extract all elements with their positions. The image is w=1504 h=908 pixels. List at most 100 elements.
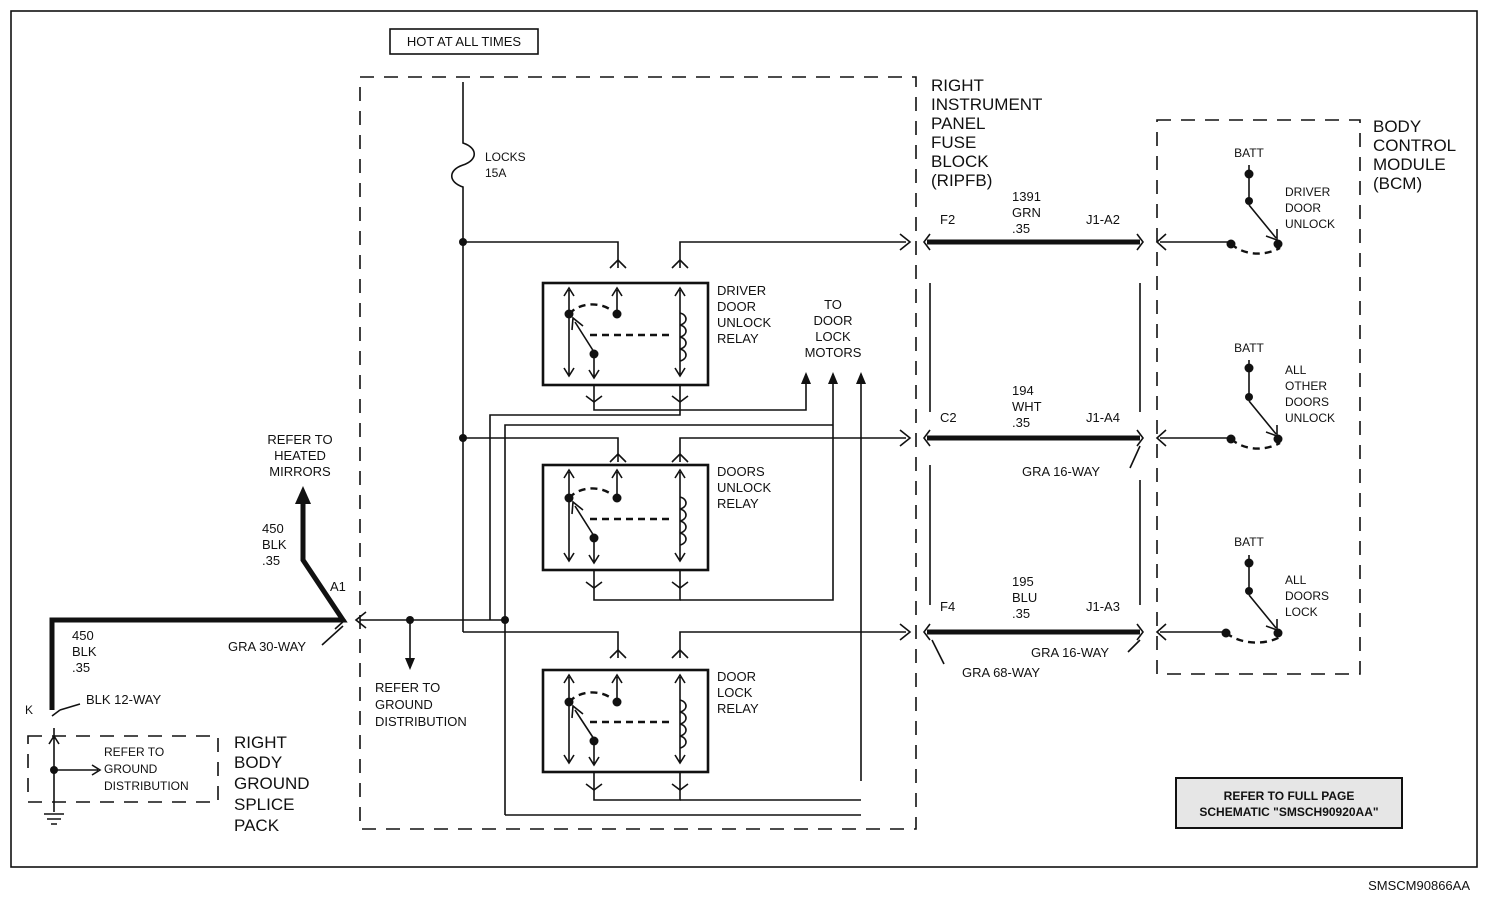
svg-text:REFER TO: REFER TO: [267, 432, 332, 447]
svg-text:DOOR: DOOR: [717, 299, 756, 314]
svg-text:LOCKS: LOCKS: [485, 150, 526, 164]
svg-text:MIRRORS: MIRRORS: [269, 464, 331, 479]
svg-text:DISTRIBUTION: DISTRIBUTION: [104, 779, 189, 793]
svg-text:RIGHT: RIGHT: [234, 733, 287, 752]
svg-text:BODY: BODY: [234, 753, 282, 772]
svg-text:RIGHT: RIGHT: [931, 76, 984, 95]
full-page-ref-line2: SCHEMATIC "SMSCH90920AA": [1199, 805, 1378, 819]
svg-text:DOOR: DOOR: [814, 313, 853, 328]
bcm-switch-all-lock: [1221, 555, 1283, 644]
svg-text:UNLOCK: UNLOCK: [717, 480, 772, 495]
svg-text:F4: F4: [940, 599, 955, 614]
svg-text:WHT: WHT: [1012, 399, 1042, 414]
outer-frame: [10, 10, 1478, 868]
connector-gra16-a: GRA 16-WAY: [1022, 464, 1100, 479]
connector-blk12: BLK 12-WAY: [86, 692, 161, 707]
svg-text:RELAY: RELAY: [717, 331, 759, 346]
svg-text:.35: .35: [1012, 415, 1030, 430]
svg-text:DRIVER: DRIVER: [1285, 185, 1331, 199]
wire-195-label: F4 195 BLU .35 J1-A3: [940, 574, 1120, 621]
bcm-switch-3-label: ALL DOORS LOCK: [1285, 573, 1329, 619]
batt-label-2: BATT: [1234, 341, 1264, 355]
svg-text:DOOR: DOOR: [1285, 201, 1321, 215]
hot-label-box: [389, 28, 539, 55]
svg-text:ALL: ALL: [1285, 573, 1307, 587]
svg-text:TO: TO: [824, 297, 842, 312]
pin-a1: A1: [330, 579, 346, 594]
svg-text:450: 450: [72, 628, 94, 643]
svg-text:BLK: BLK: [72, 644, 97, 659]
ground-symbol-icon: [44, 813, 64, 825]
connector-gra68: GRA 68-WAY: [962, 665, 1040, 680]
svg-text:UNLOCK: UNLOCK: [1285, 217, 1335, 231]
svg-text:BODY: BODY: [1373, 117, 1421, 136]
wire-194-label: C2 194 WHT .35 J1-A4: [940, 383, 1120, 430]
svg-text:195: 195: [1012, 574, 1034, 589]
svg-text:DOORS: DOORS: [1285, 395, 1329, 409]
svg-text:.35: .35: [1012, 606, 1030, 621]
ripfb-boundary: [359, 76, 917, 830]
svg-text:OTHER: OTHER: [1285, 379, 1327, 393]
svg-text:(RIPFB): (RIPFB): [931, 171, 992, 190]
svg-text:PACK: PACK: [234, 816, 280, 835]
svg-text:GROUND: GROUND: [104, 762, 158, 776]
relay-label-3: DOOR LOCK RELAY: [717, 669, 759, 716]
svg-text:DISTRIBUTION: DISTRIBUTION: [375, 714, 467, 729]
svg-text:15A: 15A: [485, 166, 506, 180]
svg-text:SPLICE: SPLICE: [234, 795, 294, 814]
svg-text:J1-A4: J1-A4: [1086, 410, 1120, 425]
fuse-label: LOCKS 15A: [485, 150, 526, 180]
wire-450-vertical-label: 450 BLK .35: [262, 521, 287, 568]
svg-text:GROUND: GROUND: [375, 697, 433, 712]
svg-text:.35: .35: [72, 660, 90, 675]
bcm-switch-2-label: ALL OTHER DOORS UNLOCK: [1285, 363, 1335, 425]
svg-text:J1-A2: J1-A2: [1086, 212, 1120, 227]
svg-text:BLOCK: BLOCK: [931, 152, 989, 171]
svg-text:ALL: ALL: [1285, 363, 1307, 377]
full-page-ref-line1: REFER TO FULL PAGE: [1224, 789, 1355, 803]
svg-text:HEATED: HEATED: [274, 448, 326, 463]
svg-text:DRIVER: DRIVER: [717, 283, 766, 298]
ripfb-title: RIGHT INSTRUMENT PANEL FUSE BLOCK (RIPFB…: [931, 76, 1042, 190]
ground-wire-450: [49, 500, 348, 710]
door-lock-relay: [541, 668, 710, 801]
splice-pack-boundary: [27, 735, 219, 803]
full-page-ref-box: [1175, 777, 1403, 829]
svg-text:1391: 1391: [1012, 189, 1041, 204]
splice-pack-title: RIGHT BODY GROUND SPLICE PACK: [234, 733, 310, 835]
batt-label-1: BATT: [1234, 146, 1264, 160]
svg-text:DOORS: DOORS: [1285, 589, 1329, 603]
heated-mirrors-ref: REFER TO HEATED MIRRORS: [267, 432, 332, 479]
feed-bus: [450, 82, 476, 632]
bcm-switch-driver-unlock: [1226, 165, 1283, 255]
svg-text:.35: .35: [262, 553, 280, 568]
svg-text:CONTROL: CONTROL: [1373, 136, 1456, 155]
bcm-boundary: [1156, 119, 1361, 675]
svg-text:BLK: BLK: [262, 537, 287, 552]
connector-gra16-b: GRA 16-WAY: [1031, 645, 1109, 660]
bcm-switch-other-unlock: [1226, 360, 1283, 450]
splice-ground-ref: REFER TO GROUND DISTRIBUTION: [104, 745, 189, 793]
batt-label-3: BATT: [1234, 535, 1264, 549]
doors-unlock-relay: [541, 463, 710, 601]
svg-text:.35: .35: [1012, 221, 1030, 236]
svg-text:C2: C2: [940, 410, 957, 425]
svg-text:J1-A3: J1-A3: [1086, 599, 1120, 614]
svg-text:RELAY: RELAY: [717, 496, 759, 511]
svg-text:MOTORS: MOTORS: [805, 345, 862, 360]
svg-text:LOCK: LOCK: [815, 329, 851, 344]
pin-k: K: [25, 703, 33, 717]
svg-text:450: 450: [262, 521, 284, 536]
svg-text:DOOR: DOOR: [717, 669, 756, 684]
svg-text:GROUND: GROUND: [234, 774, 310, 793]
svg-text:BLU: BLU: [1012, 590, 1037, 605]
diagram-id: SMSCM90866AA: [1368, 878, 1470, 893]
svg-text:MODULE: MODULE: [1373, 155, 1446, 174]
svg-text:LOCK: LOCK: [1285, 605, 1318, 619]
svg-text:REFER TO: REFER TO: [104, 745, 164, 759]
relay-label-2: DOORS UNLOCK RELAY: [717, 464, 772, 511]
svg-text:REFER TO: REFER TO: [375, 680, 440, 695]
ground-splice-dot: [501, 616, 509, 624]
svg-text:INSTRUMENT: INSTRUMENT: [931, 95, 1042, 114]
